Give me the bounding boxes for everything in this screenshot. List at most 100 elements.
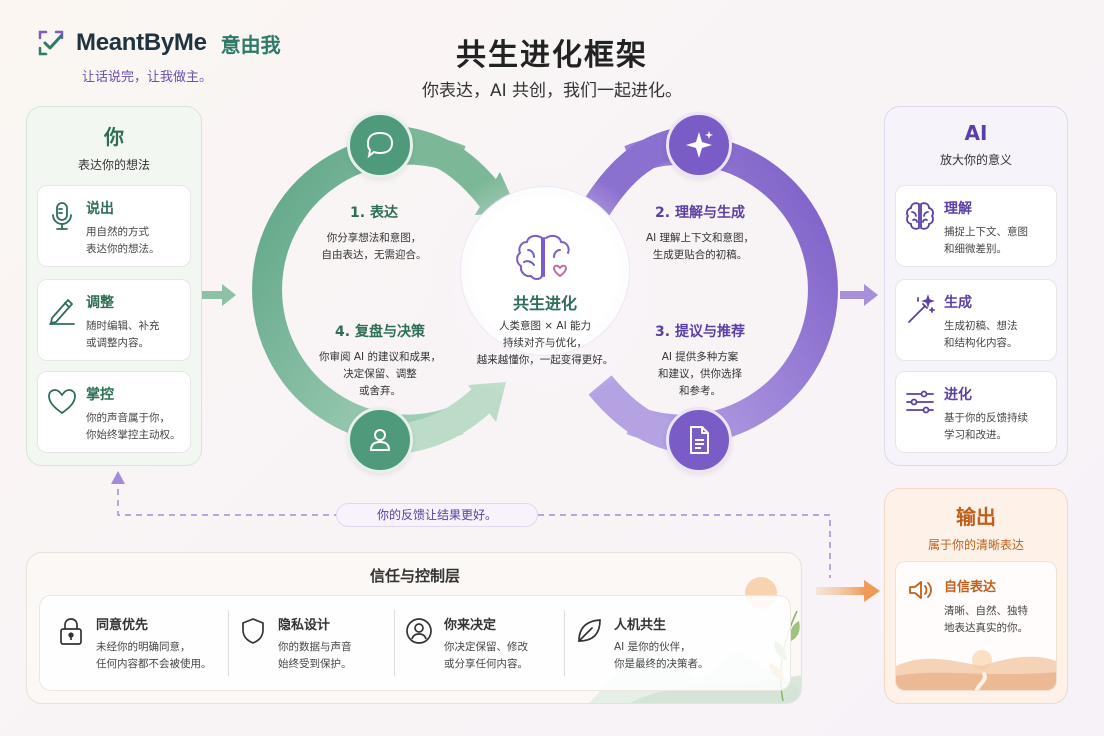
pencil-icon — [49, 299, 75, 325]
step-desc: 你审阅 AI 的建议和成果， — [319, 351, 441, 363]
card-title: 理解 — [944, 201, 972, 217]
step-suggest: 3. 提议与推荐 AI 提供多种方案 和建议，供你选择 和参考。 — [610, 321, 790, 400]
trust-item-desc: 任何内容都不会被使用。 — [96, 658, 212, 670]
output-card: 自信表达 清晰、自然、独特 地表达真实的你。 — [895, 561, 1057, 691]
you-card-adjust: 调整 随时编辑、补充 或调整内容。 — [37, 279, 191, 361]
output-title: 输出 — [956, 505, 996, 529]
you-card-speak: 说出 用自然的方式 表达你的想法。 — [37, 185, 191, 267]
step-desc: 或舍弃。 — [359, 385, 401, 397]
card-desc: 或调整内容。 — [86, 337, 149, 349]
trust-item-privacy: 隐私设计 你的数据与声音 始终受到保护。 — [238, 614, 418, 673]
card-desc: 捕捉上下文、意图 — [944, 226, 1028, 238]
card-desc: 随时编辑、补充 — [86, 320, 160, 332]
node-understand — [666, 112, 732, 178]
step-title: 3. 提议与推荐 — [655, 324, 745, 340]
step-desc: AI 提供多种方案 — [661, 351, 739, 363]
brand-logo-icon — [38, 30, 64, 56]
trust-item-desc: 未经你的明确同意， — [96, 641, 191, 653]
card-title: 进化 — [944, 387, 972, 403]
sparkle-icon — [686, 131, 713, 158]
card-desc: 基于你的反馈持续 — [944, 412, 1028, 424]
trust-item-desc: 你是最终的决策者。 — [614, 658, 709, 670]
card-title: 掌控 — [86, 387, 114, 403]
trust-layer: 信任与控制层 同意优先 未经你的明确同意， 任何内容都不会被使用。 — [26, 552, 802, 704]
step-title: 2. 理解与生成 — [655, 205, 745, 221]
node-express — [347, 112, 413, 178]
sliders-icon — [906, 390, 934, 414]
user-circle-icon — [406, 618, 432, 644]
card-title: 说出 — [86, 201, 114, 217]
speaker-icon — [909, 581, 932, 599]
step-understand: 2. 理解与生成 AI 理解上下文和意图， 生成更贴合的初稿。 — [610, 202, 790, 264]
arrow-right-icon — [840, 284, 878, 306]
step-desc: AI 理解上下文和意图， — [645, 232, 755, 244]
card-desc: 表达你的想法。 — [86, 243, 160, 255]
arrow-up-icon — [111, 471, 125, 484]
step-express: 1. 表达 你分享想法和意图， 自由表达，无需迎合。 — [284, 202, 464, 264]
trust-item-title: 隐私设计 — [278, 618, 331, 633]
output-subtitle: 属于你的清晰表达 — [927, 538, 1024, 552]
step-desc: 决定保留、调整 — [343, 368, 417, 380]
brand-slogan: 让话说完，让我做主。 — [82, 70, 213, 85]
output-card-desc: 地表达真实的你。 — [944, 622, 1028, 634]
ai-card-understand: 理解 捕捉上下文、意图 和细微差别。 — [895, 185, 1057, 267]
card-title: 生成 — [944, 295, 972, 311]
step-desc: 和参考。 — [679, 385, 721, 397]
step-review: 4. 复盘与决策 你审阅 AI 的建议和成果， 决定保留、调整 或舍弃。 — [290, 321, 470, 400]
trust-item-consent: 同意优先 未经你的明确同意， 任何内容都不会被使用。 — [56, 614, 236, 673]
trust-item-decide: 你来决定 你决定保留、修改 或分享任何内容。 — [404, 614, 584, 673]
center-desc-line: 人类意图 × AI 能力 — [498, 320, 592, 332]
arrow-right-icon — [816, 580, 880, 602]
shield-icon — [242, 618, 264, 644]
feedback-loop — [111, 471, 831, 578]
trust-item-title: 同意优先 — [96, 618, 149, 633]
arrow-right-icon — [202, 284, 236, 306]
output-panel: 输出 属于你的清晰表达 自信表达 清晰、自然、独特 地表达真实的你。 — [884, 488, 1068, 704]
output-card-desc: 清晰、自然、独特 — [944, 605, 1028, 617]
you-panel-subtitle: 表达你的想法 — [77, 158, 150, 172]
brain-heart-icon — [516, 234, 570, 280]
brain-icon — [906, 202, 934, 230]
magic-wand-icon — [908, 294, 935, 323]
card-desc: 用自然的方式 — [86, 226, 149, 238]
page-title: 共生进化框架 — [456, 38, 648, 73]
trust-items: 同意优先 未经你的明确同意， 任何内容都不会被使用。 隐私设计 你的数据与声音 … — [39, 595, 791, 691]
trust-item-symbiosis: 人机共生 AI 是你的伙伴， 你是最终的决策者。 — [574, 614, 754, 673]
center-desc-line: 持续对齐与优化， — [503, 337, 587, 349]
node-review — [347, 407, 413, 473]
you-panel: 你 表达你的想法 说出 用自然的方式 表达你的想法。 — [26, 106, 202, 466]
divider — [228, 610, 229, 676]
card-desc: 和结构化内容。 — [944, 337, 1018, 349]
microphone-icon — [52, 202, 72, 230]
output-card-content: 自信表达 清晰、自然、独特 地表达真实的你。 — [906, 576, 1028, 637]
heart-icon — [48, 389, 76, 415]
lock-icon — [60, 618, 82, 645]
card-desc: 学习和改进。 — [944, 429, 1007, 441]
card-desc: 你的声音属于你， — [86, 412, 170, 424]
divider — [394, 610, 395, 676]
divider — [564, 610, 565, 676]
trust-title: 信任与控制层 — [369, 567, 460, 585]
card-title: 调整 — [86, 295, 114, 311]
center-desc: 人类意图 × AI 能力 持续对齐与优化， 越来越懂你，一起变得更好。 — [466, 318, 624, 369]
step-desc: 你分享想法和意图， — [326, 232, 422, 244]
document-icon — [690, 426, 709, 454]
you-panel-title: 你 — [104, 125, 124, 149]
node-suggest — [666, 407, 732, 473]
step-title: 4. 复盘与决策 — [335, 324, 425, 340]
ai-panel: AI 放大你的意义 理解 捕捉上下文、意图 和细微差别。 — [884, 106, 1068, 466]
trust-item-desc: AI 是你的伙伴， — [614, 641, 691, 653]
ai-card-evolve: 进化 基于你的反馈持续 学习和改进。 — [895, 371, 1057, 453]
trust-item-desc: 你决定保留、修改 — [444, 641, 528, 653]
brand-name-cn: 意由我 — [220, 32, 281, 57]
step-desc: 自由表达，无需迎合。 — [321, 249, 427, 261]
card-desc: 和细微差别。 — [944, 243, 1007, 255]
trust-item-desc: 你的数据与声音 — [278, 641, 352, 653]
ai-card-generate: 生成 生成初稿、想法 和结构化内容。 — [895, 279, 1057, 361]
card-desc: 你始终掌控主动权。 — [86, 429, 181, 441]
chat-bubble-icon — [366, 131, 394, 159]
step-desc: 和建议，供你选择 — [658, 368, 742, 380]
user-icon — [369, 429, 391, 451]
trust-item-desc: 或分享任何内容。 — [444, 658, 528, 670]
